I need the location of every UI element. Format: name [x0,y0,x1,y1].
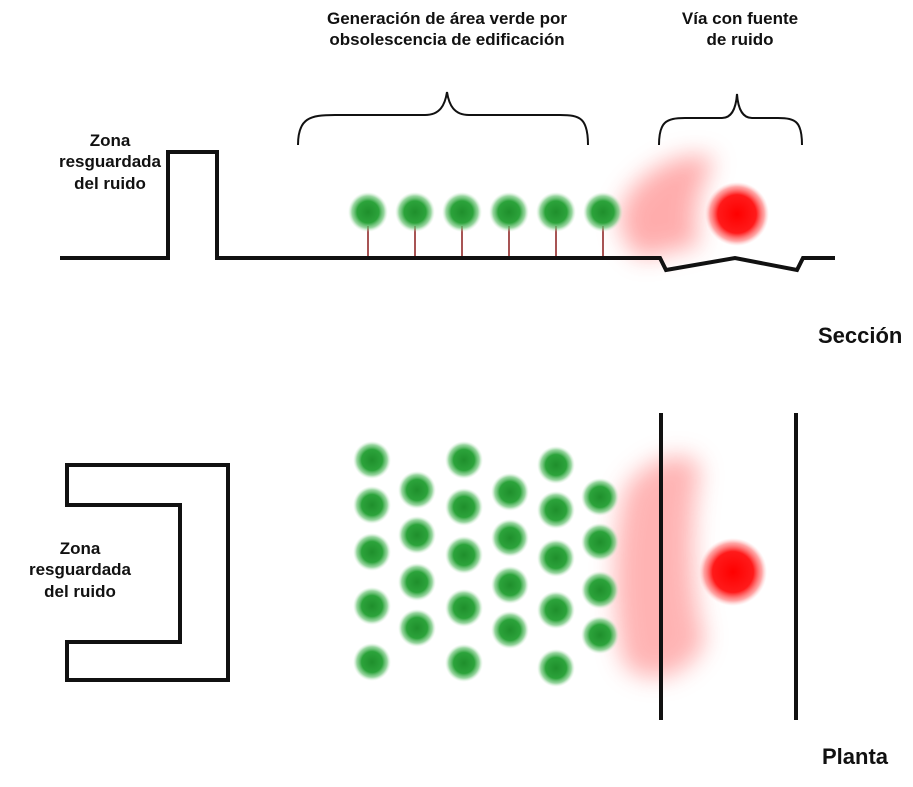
plan-tree [581,616,619,654]
sheltered-section-line-1: Zona [89,131,131,150]
plan-tree [445,536,483,574]
sheltered-section-line-2: resguardada [58,152,162,172]
plan-tree [537,446,575,484]
plan-tree [537,539,575,577]
section-tree [583,192,623,232]
plan-trees [353,441,619,687]
plan-tree [537,591,575,629]
road-brace [658,93,803,146]
sheltered-zone-plan-label: Zona resguardada del ruido [10,538,150,602]
plan-tree [491,519,529,557]
plan-tree [537,491,575,529]
section-title: Sección [818,323,903,348]
plan-tree [353,587,391,625]
plan-tree [353,441,391,479]
sheltered-section-line-3: del ruido [74,173,146,193]
plan-tree [581,478,619,516]
section-tree [395,192,435,232]
plan-tree [581,571,619,609]
section-noise-source [705,182,769,246]
plan-tree [581,523,619,561]
plan-tree [491,611,529,649]
plan-tree [445,488,483,526]
plan-tree [537,649,575,687]
plan-tree [398,563,436,601]
section-tree [442,192,482,232]
green-area-label: Generación de área verde por obsolescenc… [262,8,632,51]
sheltered-plan-line-1: Zona [59,539,101,558]
section-tree [536,192,576,232]
plan-tree [445,589,483,627]
section-noise-haze [620,155,715,258]
green-area-label-line-1: Generación de área verde por [327,9,567,28]
section-tree [348,192,388,232]
plan-tree [445,644,483,682]
section-view [60,91,835,273]
plan-tree [491,473,529,511]
plan-tree [353,643,391,681]
plan-tree [398,609,436,647]
section-tree [489,192,529,232]
plan-tree [353,533,391,571]
green-area-label-line-2: obsolescencia de edificación [329,30,565,50]
plan-tree [445,441,483,479]
noise-road-label: Vía con fuente de ruido [640,8,840,51]
plan-view [65,413,798,720]
section-trees [348,192,623,256]
plan-tree [398,471,436,509]
plan-title: Planta [822,744,889,769]
noise-road-label-line-2: de ruido [706,30,774,50]
noise-road-label-line-1: Vía con fuente [681,9,799,28]
green-area-brace [297,91,589,146]
section-ground-line [60,150,835,273]
sheltered-plan-line-3: del ruido [44,581,116,601]
plan-tree [398,516,436,554]
plan-sheltered-building [65,463,230,682]
sheltered-zone-section-label: Zona resguardada del ruido [40,130,180,194]
plan-tree [491,566,529,604]
sheltered-plan-line-2: resguardada [28,560,132,580]
plan-tree [353,486,391,524]
plan-noise-source [699,538,767,606]
